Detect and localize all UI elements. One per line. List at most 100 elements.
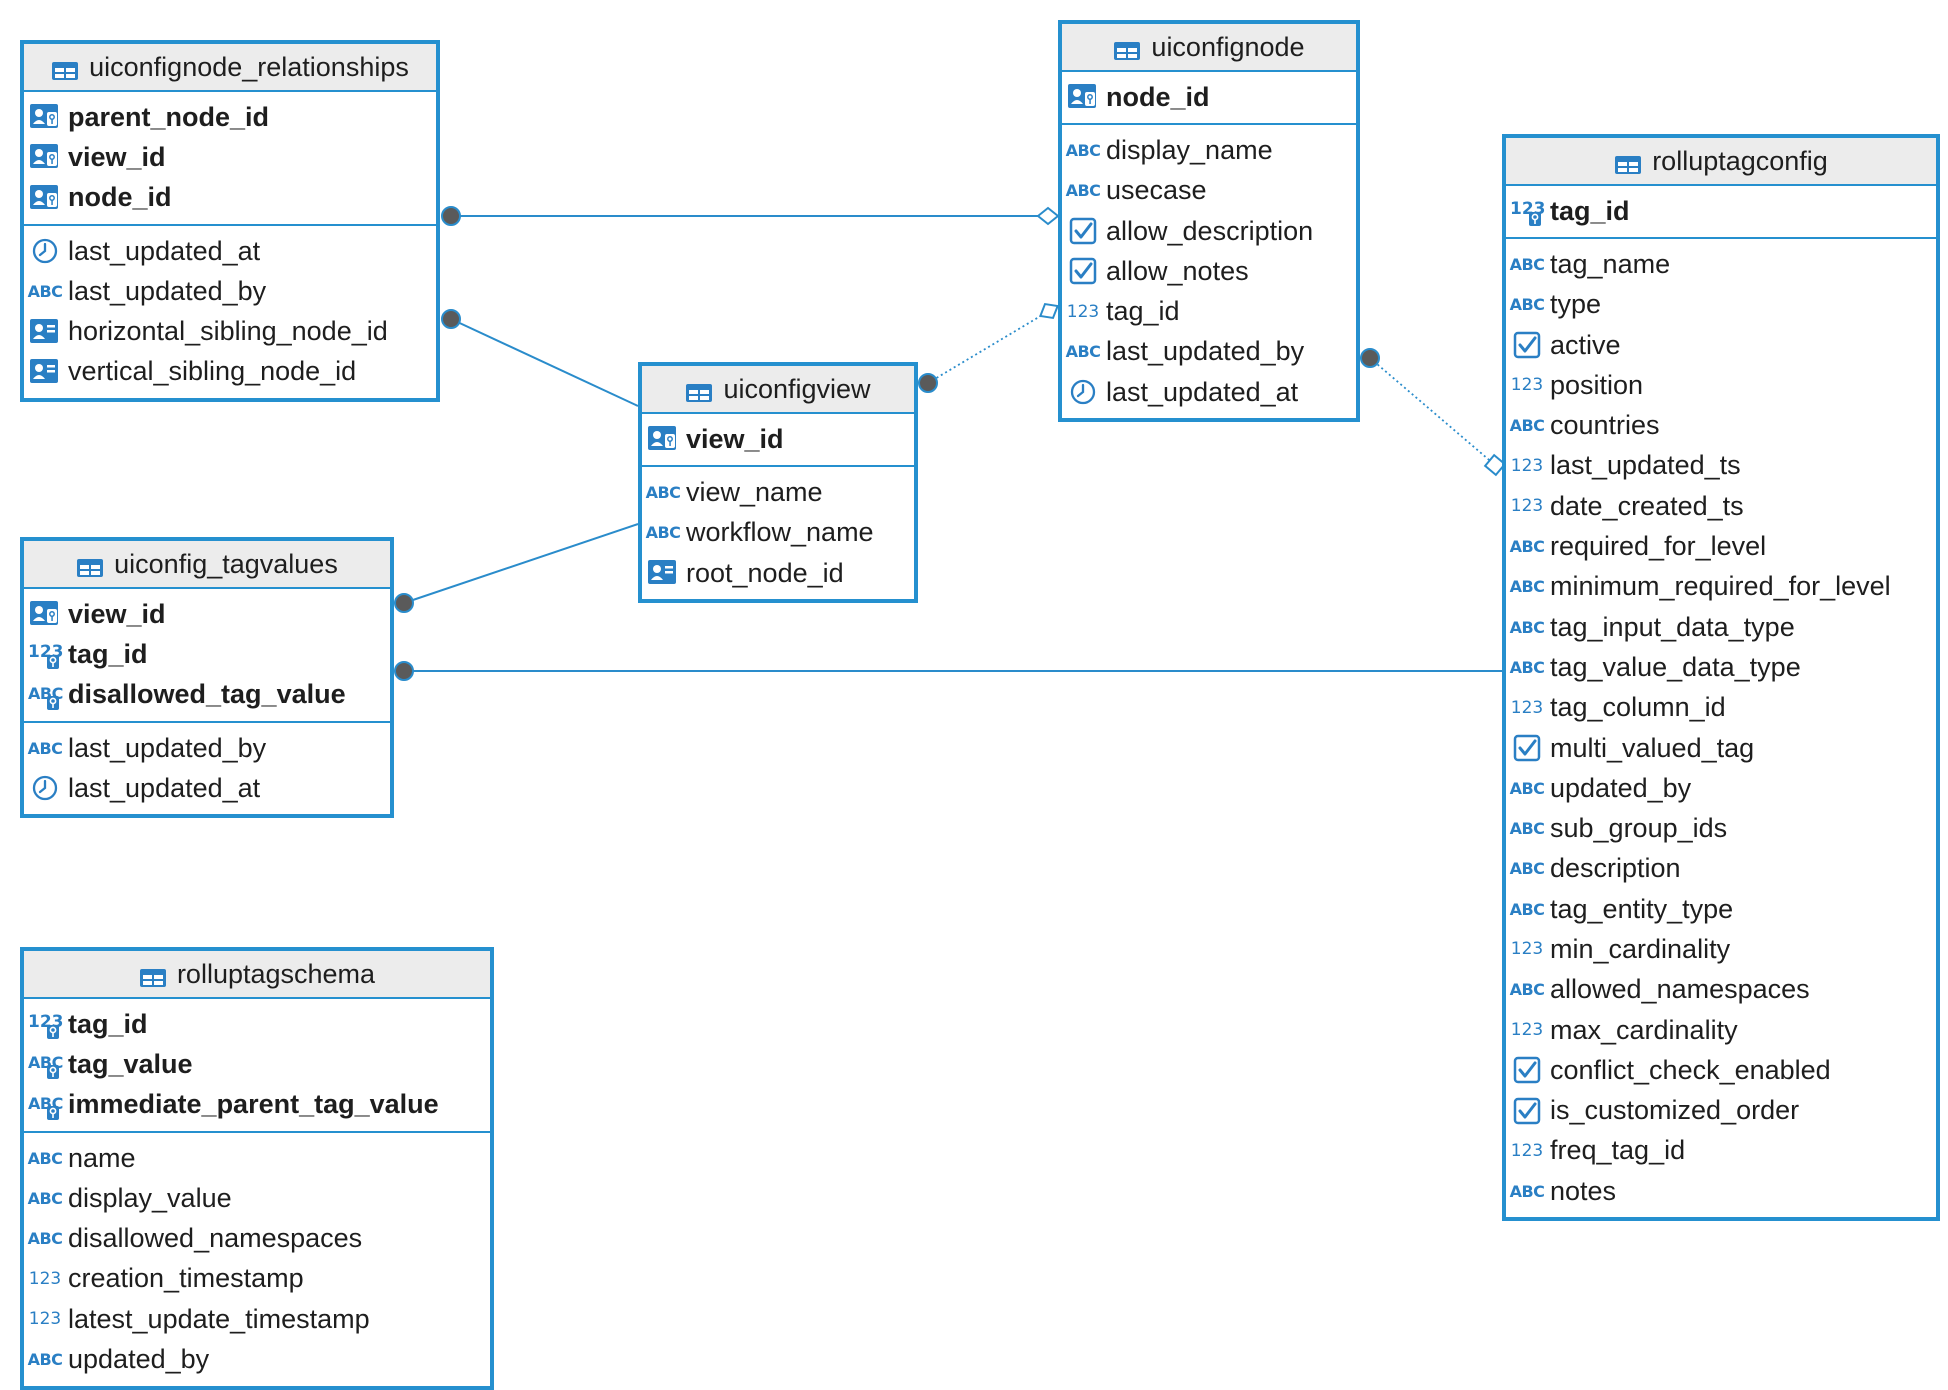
column-row[interactable]: allow_notes: [1062, 251, 1356, 291]
column-name: node_id: [68, 182, 172, 213]
relationship-line-rel-relationships-view: [450, 318, 639, 407]
column-row[interactable]: vertical_sibling_node_id: [24, 352, 436, 392]
column-row[interactable]: horizontal_sibling_node_id: [24, 311, 436, 351]
entity-uiconfignode_relationships[interactable]: uiconfignode_relationships parent_node_i…: [20, 40, 440, 403]
text-type-icon: ABC: [1509, 537, 1545, 557]
relationship-line-rel-view-node: [927, 310, 1050, 384]
key-column-row[interactable]: view_id: [24, 137, 436, 177]
column-name: last_updated_by: [1106, 336, 1305, 367]
column-row[interactable]: root_node_id: [642, 553, 914, 593]
entity-title: uiconfignode: [1151, 31, 1305, 62]
entity-header[interactable]: uiconfigview: [642, 366, 914, 414]
column-name: freq_tag_id: [1550, 1135, 1686, 1166]
relationship-origin-dot: [441, 309, 461, 329]
entity-title: uiconfignode_relationships: [89, 51, 409, 82]
text-type-icon: ABC: [1509, 295, 1545, 315]
text-type-icon: ABC: [27, 1350, 63, 1370]
column-name: min_cardinality: [1550, 933, 1731, 964]
column-name: view_name: [686, 476, 823, 507]
column-name: is_customized_order: [1550, 1095, 1800, 1126]
key-column-row[interactable]: 123 tag_id: [1506, 191, 1936, 231]
column-name: tag_id: [1106, 296, 1180, 327]
text-type-icon: ABC: [1509, 577, 1545, 597]
column-row[interactable]: is_customized_order: [1506, 1091, 1936, 1131]
entity-header[interactable]: uiconfig_tagvalues: [24, 541, 390, 589]
table-icon: [51, 57, 79, 80]
column-name: last_updated_by: [68, 275, 267, 306]
entity-header[interactable]: rolluptagschema: [24, 951, 490, 999]
key-column-row[interactable]: node_id: [1062, 77, 1356, 117]
text-type-icon: ABC: [27, 1188, 63, 1208]
key-column-row[interactable]: view_id: [642, 419, 914, 459]
entity-header[interactable]: uiconfignode: [1062, 24, 1356, 72]
boolean-checkbox-icon: [1066, 255, 1100, 287]
column-row[interactable]: last_updated_at: [24, 231, 436, 271]
column-row[interactable]: allow_description: [1062, 211, 1356, 251]
key-column-row[interactable]: parent_node_id: [24, 97, 436, 137]
numeric-type-icon: 123: [1510, 455, 1544, 476]
key-column-row[interactable]: 123 tag_id: [24, 634, 390, 674]
column-row[interactable]: multi_valued_tag: [1506, 728, 1936, 768]
boolean-checkbox-icon: [1066, 215, 1100, 247]
key-columns-section: 123 tag_id: [1506, 186, 1936, 240]
key-columns-section: view_id: [642, 414, 914, 468]
key-column-row[interactable]: view_id: [24, 594, 390, 634]
key-column-row[interactable]: ABC tag_value: [24, 1044, 490, 1084]
key-column-row[interactable]: node_id: [24, 178, 436, 218]
column-name: type: [1550, 289, 1602, 320]
timestamp-clock-icon: [28, 235, 62, 267]
column-row[interactable]: last_updated_at: [1062, 372, 1356, 412]
entity-title: rolluptagschema: [176, 958, 376, 989]
column-row[interactable]: last_updated_at: [24, 768, 390, 808]
entity-header[interactable]: rolluptagconfig: [1506, 138, 1936, 186]
column-name: parent_node_id: [68, 101, 270, 132]
column-row[interactable]: active: [1506, 325, 1936, 365]
key-column-row[interactable]: ABC disallowed_tag_value: [24, 675, 390, 715]
entity-header[interactable]: uiconfignode_relationships: [24, 44, 436, 92]
key-column-row[interactable]: ABC immediate_parent_tag_value: [24, 1085, 490, 1125]
key-column-row[interactable]: 123 tag_id: [24, 1004, 490, 1044]
column-row[interactable]: conflict_check_enabled: [1506, 1050, 1936, 1090]
